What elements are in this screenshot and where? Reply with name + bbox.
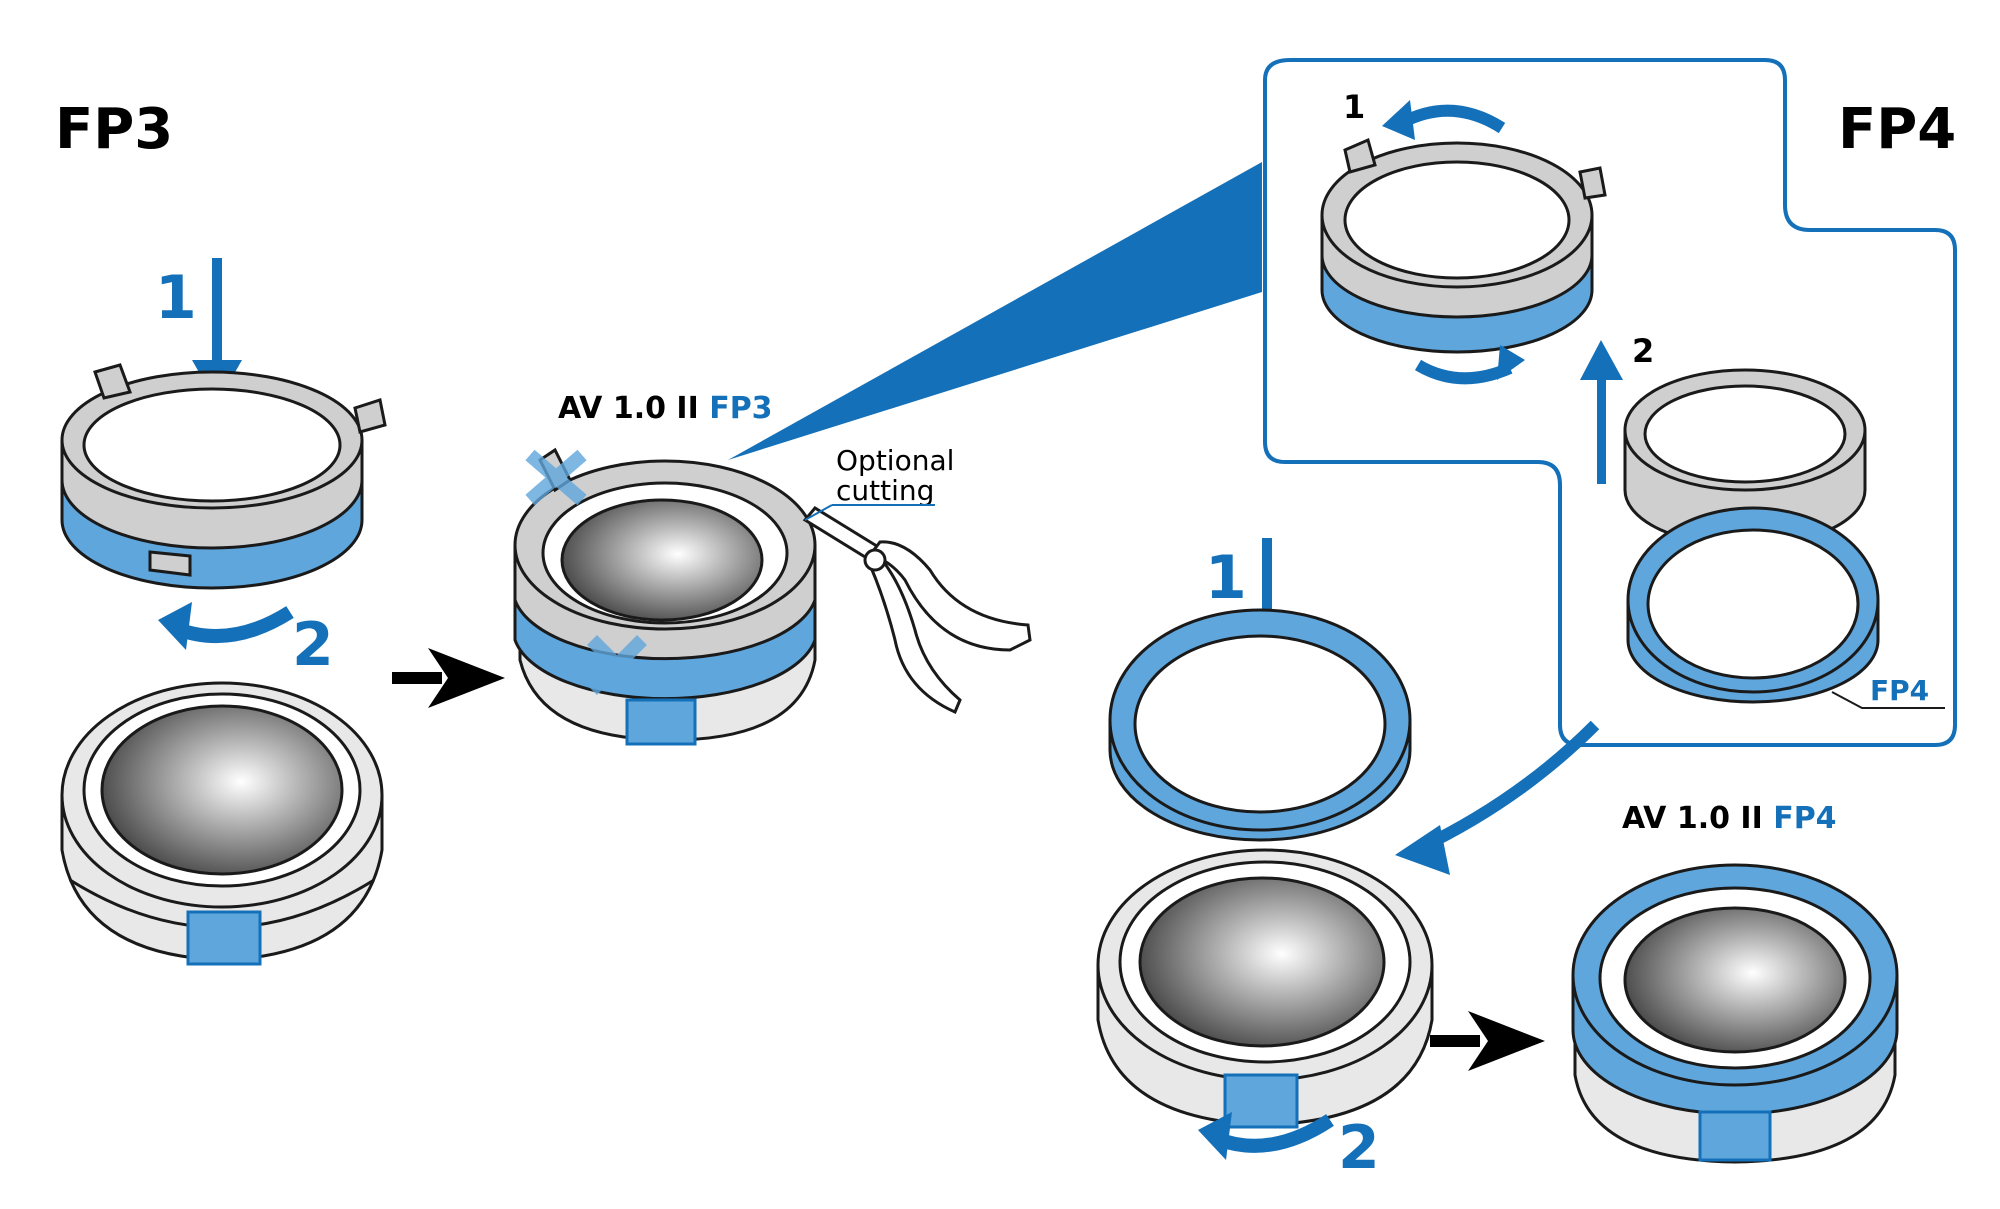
fp4-inset-ring-leader xyxy=(1831,691,1945,709)
fp3-assembled-speaker xyxy=(513,447,817,746)
fp4-step2-number: 2 xyxy=(1338,1113,1380,1183)
fp4-inset-step1-number: 1 xyxy=(1343,88,1365,126)
fp4-assembled-speaker xyxy=(1571,863,1899,1164)
fp4-inset-step2-number: 2 xyxy=(1632,332,1654,370)
optional-cutting-line1: Optional xyxy=(836,444,954,477)
fp3-adapter-ring xyxy=(60,363,387,590)
pliers-icon xyxy=(802,506,1032,714)
fp3-step2-number: 2 xyxy=(292,610,334,680)
fp4-product-label: AV 1.0 II FP4 xyxy=(1622,801,1837,836)
optional-cutting-line2: cutting xyxy=(836,474,934,507)
fp3-product-prefix: AV 1.0 II xyxy=(558,391,709,426)
fp4-inset-rotate-arrow xyxy=(1414,345,1525,385)
optional-cutting-leader xyxy=(804,504,833,521)
fp4-inset-exit-arrow xyxy=(1395,720,1600,875)
zoom-wedge xyxy=(728,162,1262,460)
fp4-next-arrow xyxy=(1430,1011,1545,1071)
fp4-step2-arrow xyxy=(1198,1112,1334,1160)
fp4-inset-box xyxy=(1263,58,1957,747)
fp4-step1-number: 1 xyxy=(1205,543,1247,613)
fp4-inset-step1-arrow xyxy=(1382,100,1506,140)
fp4-inset-ring xyxy=(1320,137,1607,354)
fp3-step1-number: 1 xyxy=(155,263,197,333)
fp3-step2-arrow xyxy=(158,602,294,650)
fp3-product-label: AV 1.0 II FP3 xyxy=(558,391,773,426)
fp4-product-suffix: FP4 xyxy=(1773,801,1836,836)
fp3-next-arrow xyxy=(392,648,505,708)
fp4-inset-blue-ring xyxy=(1626,506,1880,704)
cut-marker-top xyxy=(525,449,587,506)
fp4-adapter-ring xyxy=(1108,608,1412,842)
fp4-title: FP4 xyxy=(1838,97,1956,162)
fp4-speaker-base xyxy=(1096,848,1434,1129)
fp3-speaker-base xyxy=(60,681,384,966)
fp3-product-suffix: FP3 xyxy=(709,391,772,426)
fp4-product-prefix: AV 1.0 II xyxy=(1622,801,1773,836)
fp4-inset-ring-label: FP4 xyxy=(1870,674,1929,707)
fp4-inset-step2-arrow xyxy=(1580,340,1623,484)
cut-marker-bottom xyxy=(587,635,647,695)
fp3-title: FP3 xyxy=(55,97,173,162)
